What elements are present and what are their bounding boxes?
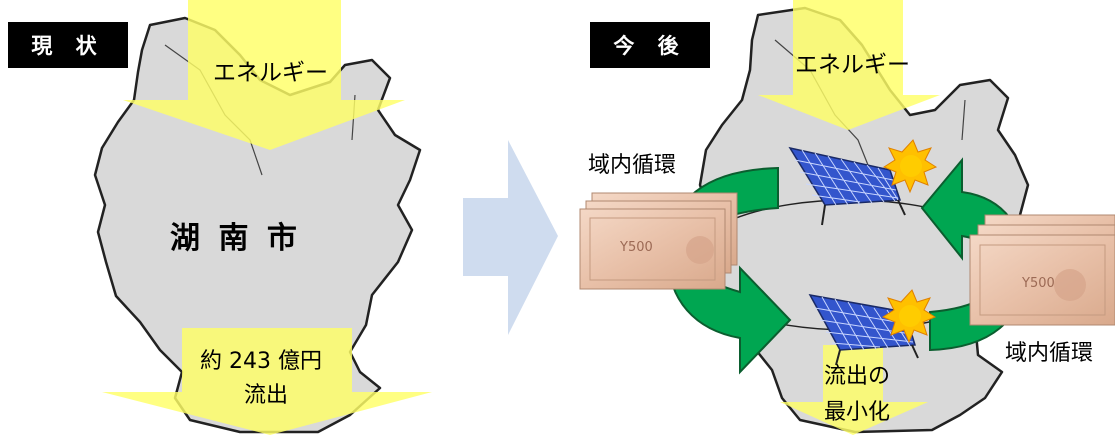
outflow-label-future-line1: 流出の	[824, 364, 891, 389]
circulation-label-right: 域内循環	[1005, 341, 1094, 366]
outflow-arrow-future	[780, 345, 928, 435]
transition-arrow	[463, 140, 558, 335]
banknote-denomination-right: Y500	[1022, 276, 1055, 291]
energy-label-current: エネルギー	[213, 60, 328, 86]
energy-arrow-future	[758, 0, 940, 130]
city-name-label: 湖 南 市	[170, 221, 301, 256]
sun-icon-bottom	[881, 289, 937, 344]
current-state-tag: 現 状	[8, 22, 128, 68]
outflow-arrow-current	[102, 328, 432, 435]
circulation-label-left: 域内循環	[588, 153, 677, 178]
solar-panel-bottom	[808, 293, 919, 366]
energy-arrow-current	[123, 0, 405, 150]
solar-panel-top	[788, 146, 906, 226]
outflow-label-current-line2: 流出	[244, 383, 289, 408]
banknotes-right	[969, 214, 1115, 326]
future-state-tag: 今 後	[590, 22, 710, 68]
banknote-denomination-left: Y500	[620, 240, 653, 255]
outflow-label-future-line2: 最小化	[824, 400, 891, 425]
energy-label-future: エネルギー	[795, 52, 910, 78]
banknotes-left	[579, 192, 738, 290]
outflow-label-current-line1: 約 243 億円	[200, 349, 322, 374]
sun-icon-top	[882, 139, 938, 194]
